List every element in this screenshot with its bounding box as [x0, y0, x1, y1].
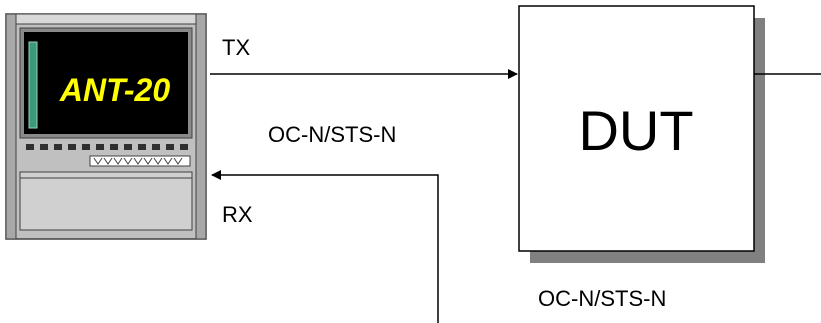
interface-label-bottom: OC-N/STS-N [538, 286, 666, 311]
rx-arrow [211, 170, 439, 323]
instrument-screen [24, 32, 188, 134]
ant20-instrument: ANT-20 [5, 13, 207, 240]
instrument-top-rail [15, 13, 197, 25]
tx-label: TX [222, 35, 250, 60]
instrument-lower-panel [19, 171, 193, 231]
dut-block: DUT [518, 5, 765, 263]
interface-label-top: OC-N/STS-N [268, 122, 396, 147]
instrument-accent-bar [28, 41, 38, 129]
instrument-name: ANT-20 [59, 72, 170, 108]
dut-label: DUT [578, 99, 693, 162]
instrument-button-row [26, 144, 188, 150]
instrument-side-rail [5, 13, 17, 240]
instrument-keypad [89, 155, 191, 167]
instrument-side-rail-right [195, 13, 207, 240]
dut-box [518, 5, 755, 252]
rx-label: RX [222, 202, 253, 227]
